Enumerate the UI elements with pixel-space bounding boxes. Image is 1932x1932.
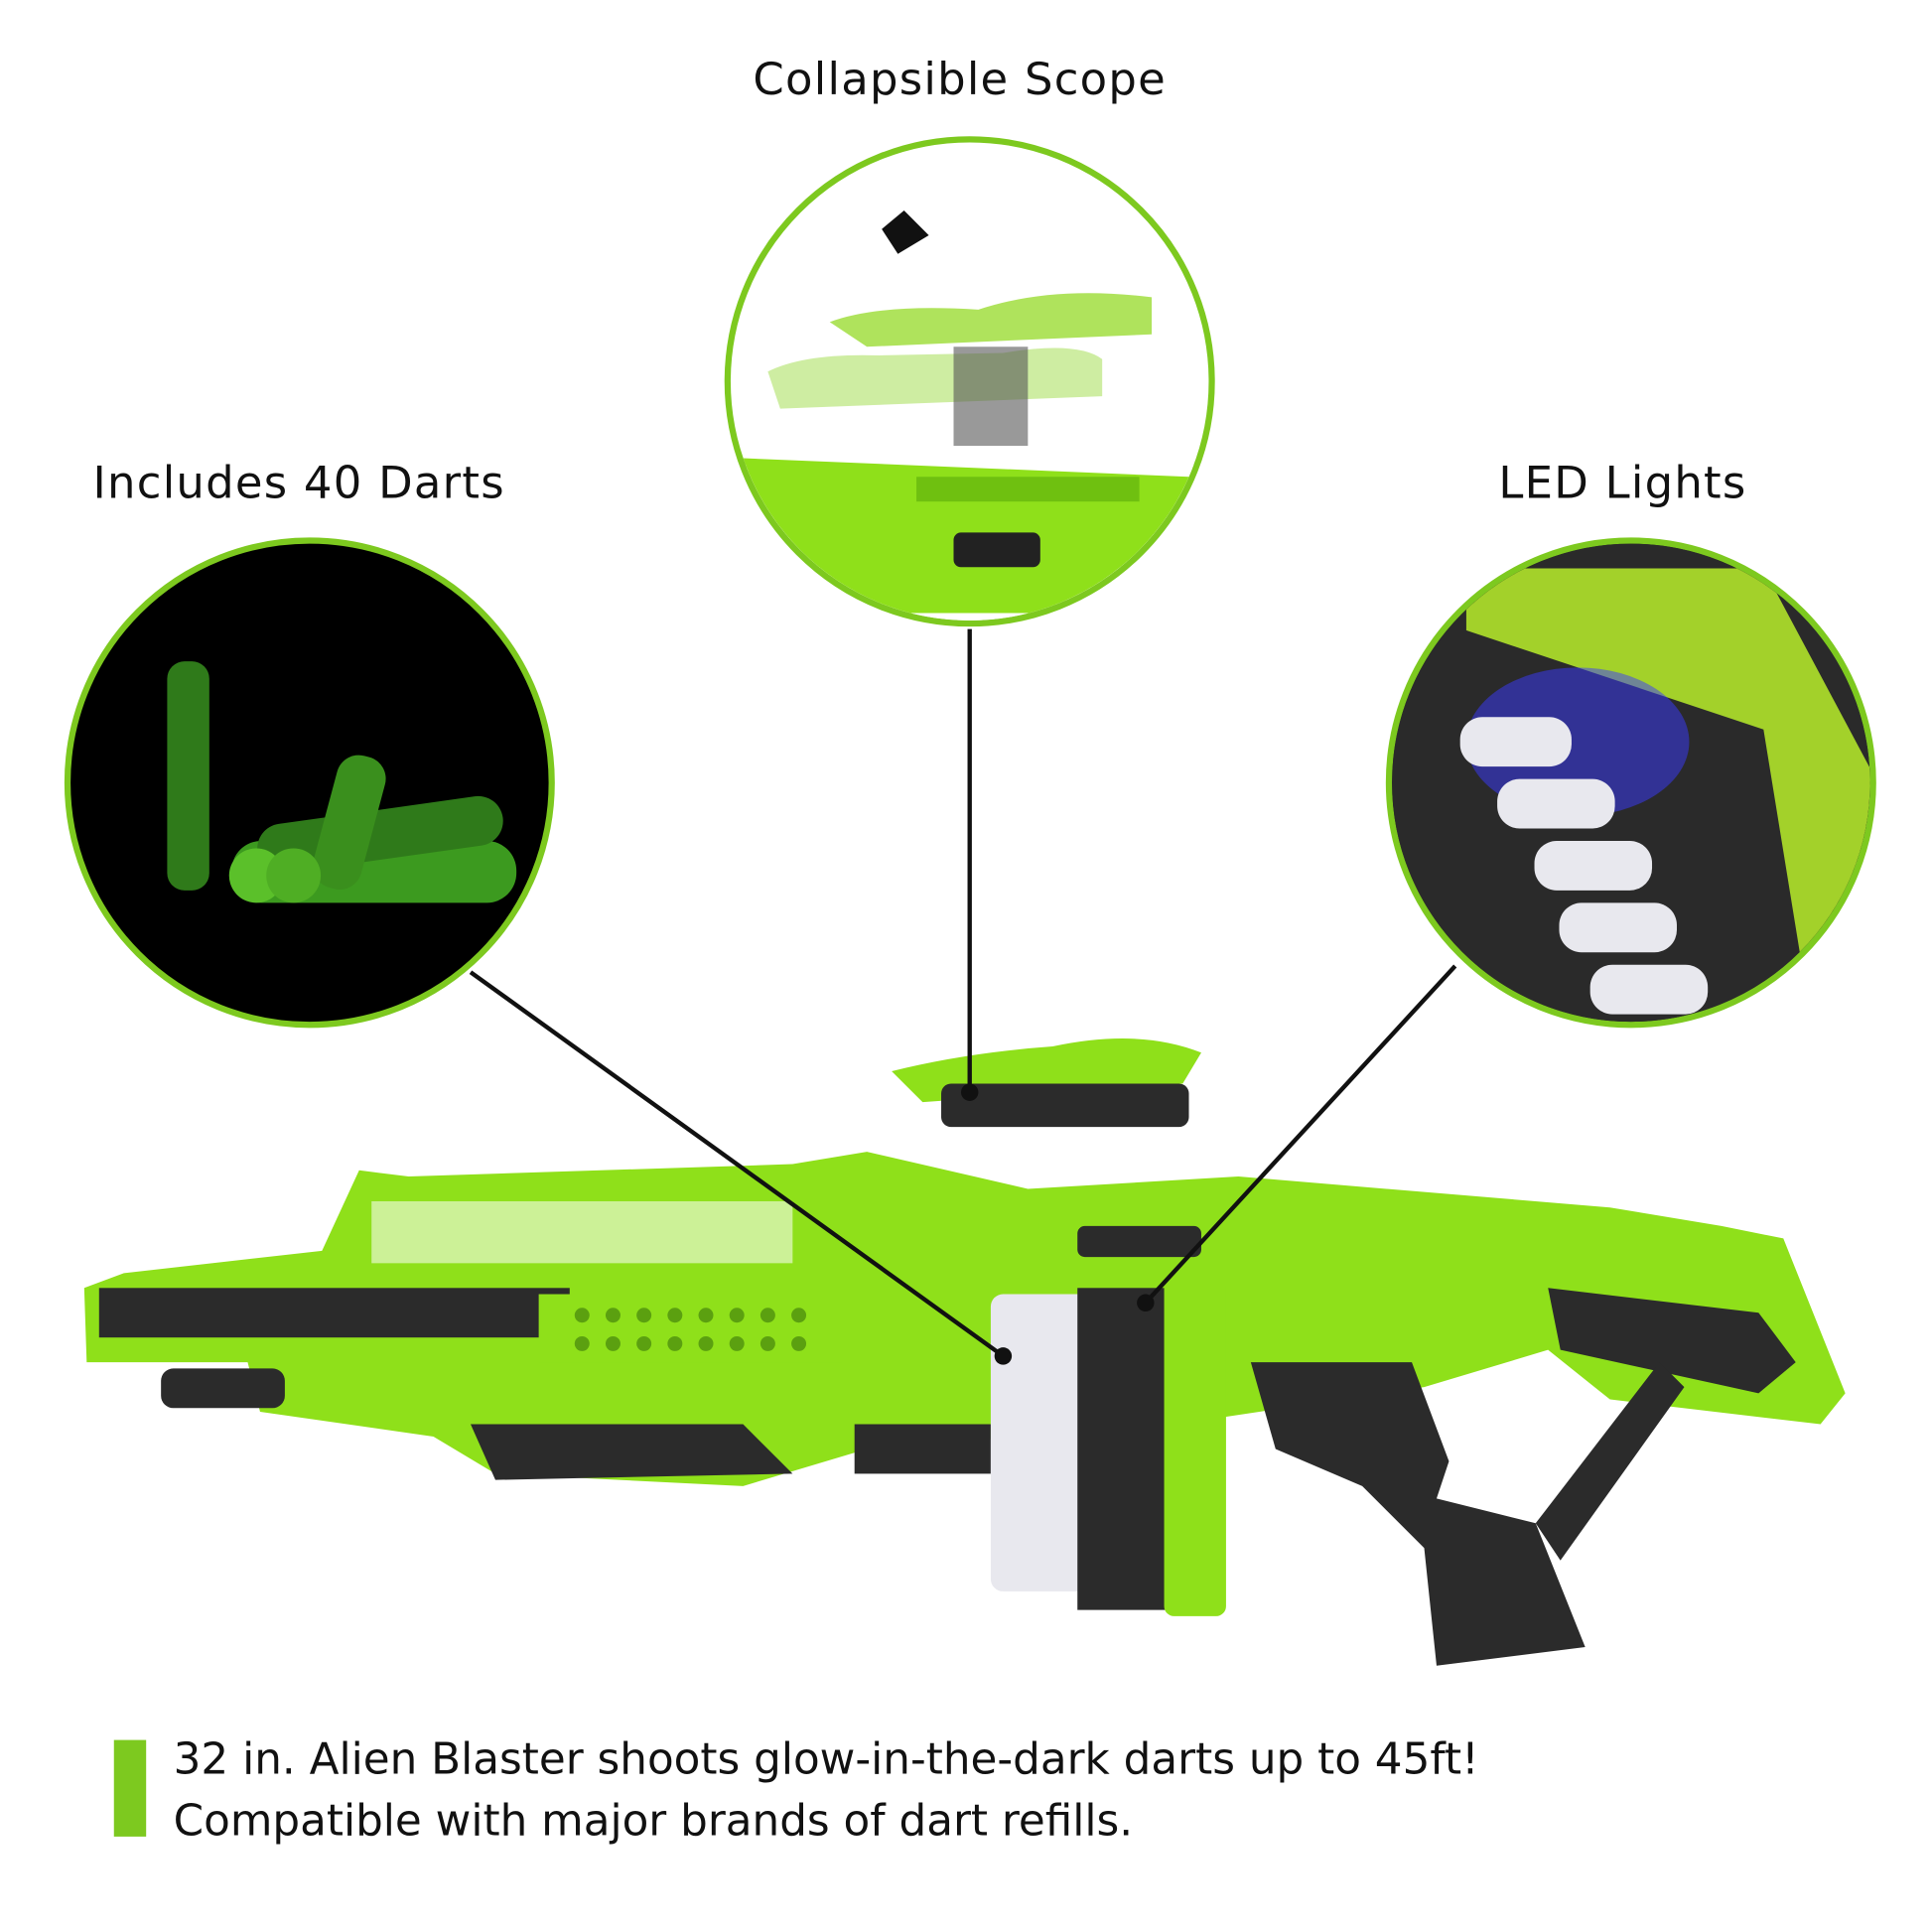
darts-detail-image	[64, 537, 555, 1029]
led-illustration	[1392, 543, 1870, 1023]
led-detail-image	[1385, 537, 1876, 1029]
blaster-body	[83, 1038, 1846, 1666]
darts-leader-line	[469, 970, 1005, 1358]
led-leader-dot	[1137, 1294, 1155, 1311]
caption-accent-bar	[113, 1739, 147, 1837]
arrow-icon	[882, 210, 929, 254]
leader-lines	[469, 628, 1457, 1358]
caption-line-2: Compatible with major brands of dart ref…	[173, 1796, 1134, 1847]
darts-callout-label: Includes 40 Darts	[92, 458, 505, 509]
scope-illustration	[730, 210, 1209, 621]
scope-leader-dot	[960, 1083, 979, 1101]
scope-callout-label: Collapsible Scope	[753, 54, 1167, 106]
darts-leader-dot	[994, 1347, 1013, 1365]
glowing-darts-illustration	[167, 661, 517, 903]
led-callout-label: LED Lights	[1498, 458, 1747, 509]
scope-detail-image	[724, 136, 1215, 627]
caption-line-1: 32 in. Alien Blaster shoots glow-in-the-…	[173, 1734, 1479, 1785]
